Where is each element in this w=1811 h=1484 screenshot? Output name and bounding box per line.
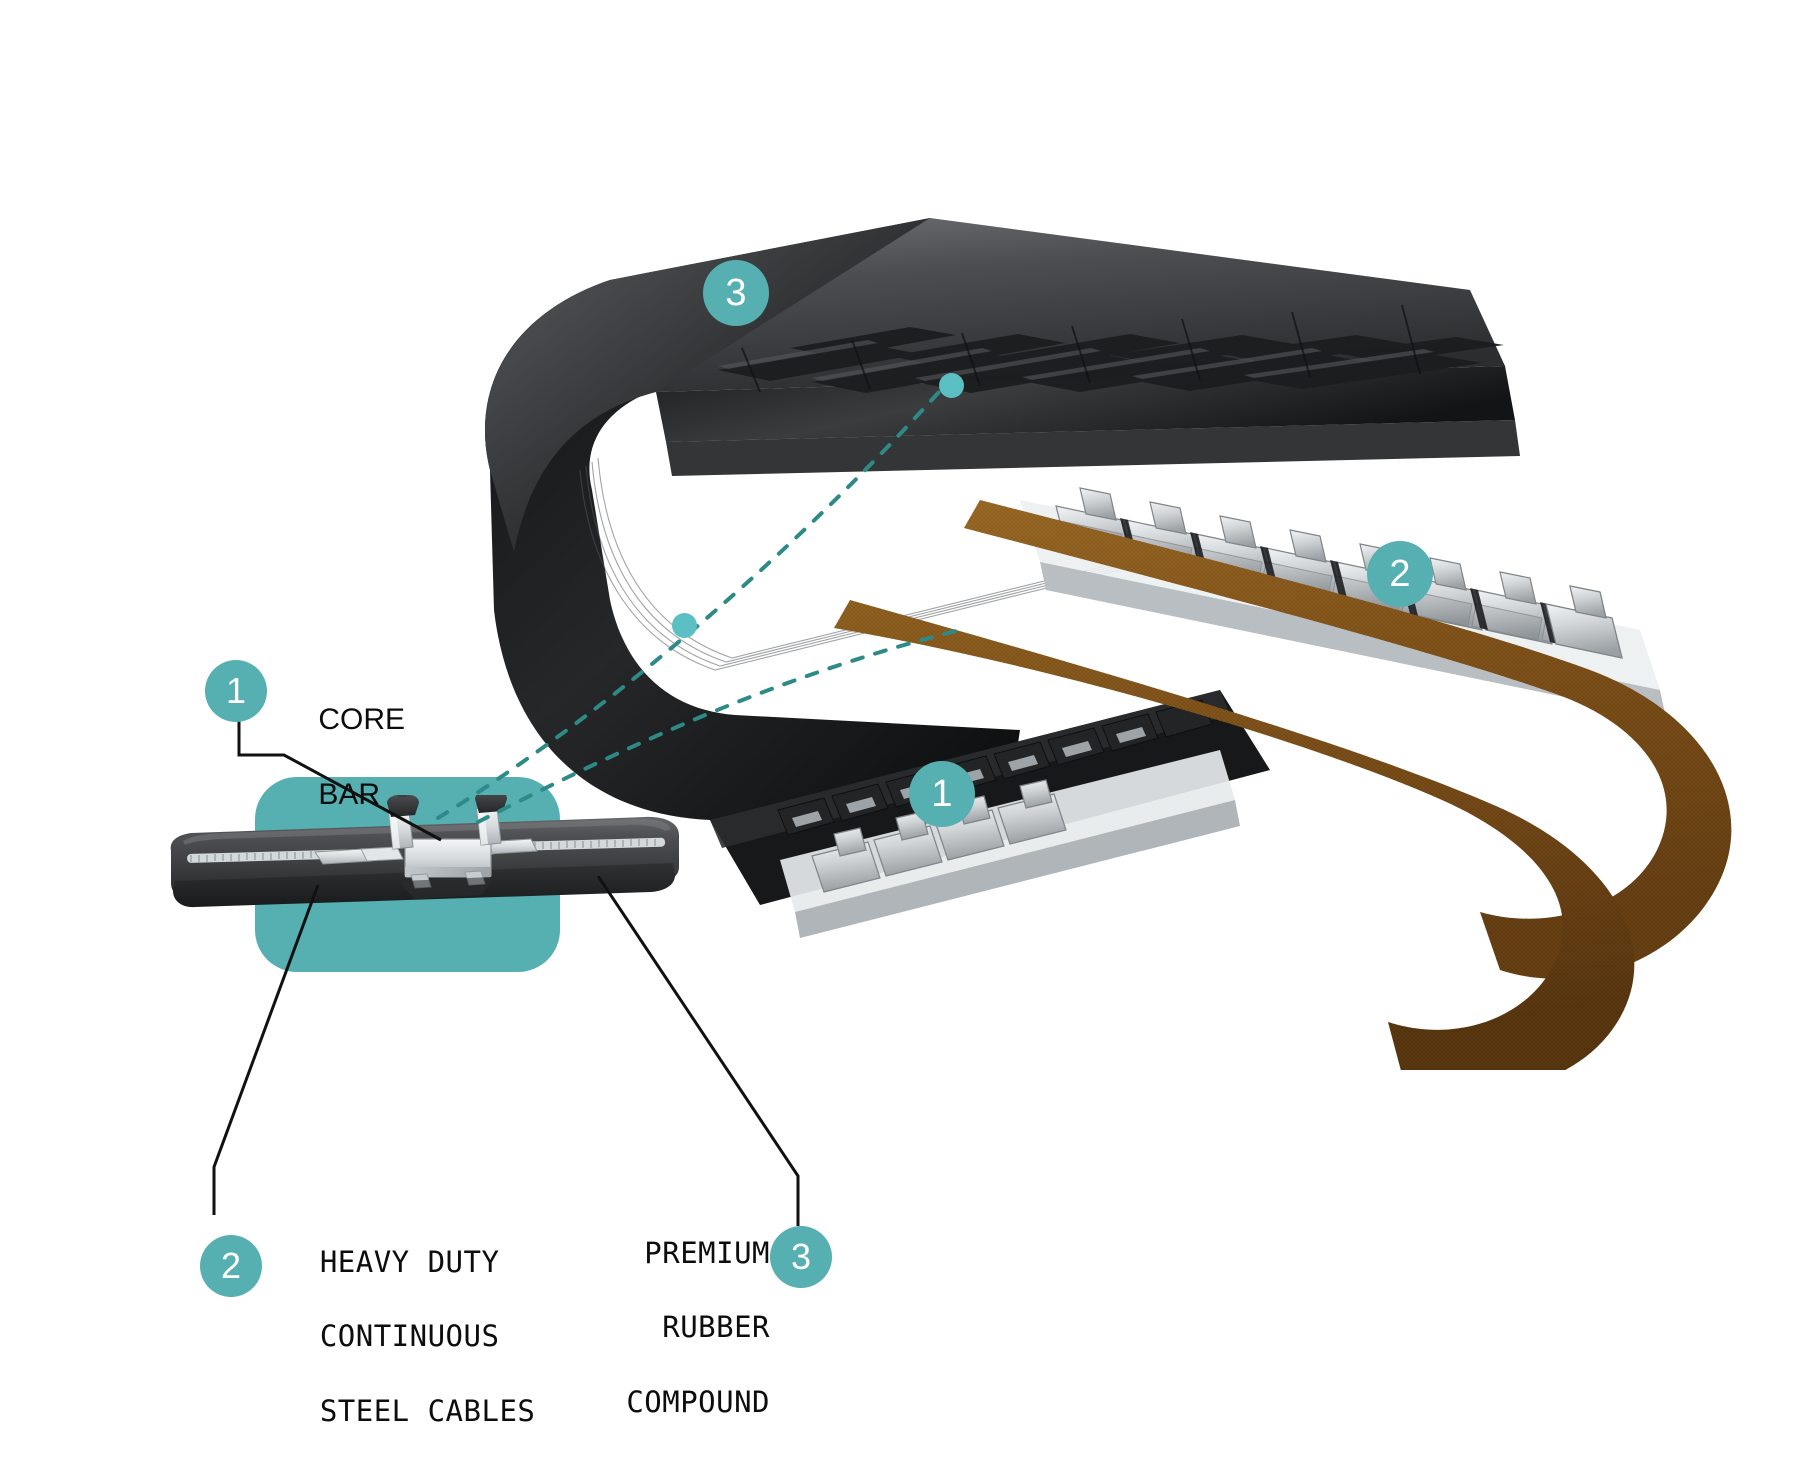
- marker-rubber-main-number: 3: [725, 272, 747, 314]
- callout-label-steel-cables: HEAVY DUTY CONTINUOUS STEEL CABLES: [248, 1207, 535, 1467]
- callout-label-steel-cables-line2: CONTINUOUS: [319, 1319, 500, 1354]
- leader-line-steel-cables: [212, 885, 320, 1215]
- callout-label-steel-cables-line3: STEEL CABLES: [319, 1393, 536, 1428]
- callout-badge-2-number: 2: [220, 1245, 242, 1286]
- inset-connector-dashes: [436, 380, 962, 824]
- callout-badge-1[interactable]: 1: [205, 660, 267, 722]
- track-cross-section: [170, 795, 680, 908]
- callout-label-core-bar: CORE BAR: [285, 663, 405, 851]
- marker-core-bar-main[interactable]: 1: [909, 761, 975, 827]
- marker-steel-cable-main[interactable]: 2: [1367, 541, 1433, 607]
- leader-line-core-bar: [237, 695, 442, 842]
- callout-badge-2[interactable]: 2: [200, 1235, 262, 1297]
- callout-label-rubber-compound-line2: RUBBER: [662, 1310, 770, 1345]
- connector-dot-upper: [939, 373, 964, 398]
- callout-label-core-bar-line2: BAR: [318, 777, 381, 811]
- marker-steel-cable-main-number: 2: [1389, 553, 1411, 595]
- core-bar-rubber-cap-right: [475, 795, 507, 813]
- callout-badge-1-number: 1: [225, 670, 247, 711]
- marker-core-bar-main-number: 1: [931, 773, 953, 815]
- rubber-track-illustration: [484, 218, 1732, 1070]
- callout-label-rubber-compound-line3: COMPOUND: [626, 1384, 770, 1419]
- connector-dot-lower: [672, 613, 697, 638]
- callout-label-steel-cables-line1: HEAVY DUTY: [319, 1245, 500, 1280]
- callout-label-rubber-compound-line1: PREMIUM: [644, 1236, 770, 1271]
- marker-rubber-main[interactable]: 3: [703, 260, 769, 326]
- leader-line-rubber-compound: [596, 876, 800, 1226]
- callout-label-core-bar-line1: CORE: [318, 702, 406, 736]
- callout-badge-3[interactable]: 3: [770, 1226, 832, 1288]
- callout-badge-3-number: 3: [790, 1236, 812, 1277]
- callout-label-rubber-compound: PREMIUM RUBBER COMPOUND: [380, 1198, 770, 1458]
- core-bar-rubber-cap-left: [387, 795, 419, 817]
